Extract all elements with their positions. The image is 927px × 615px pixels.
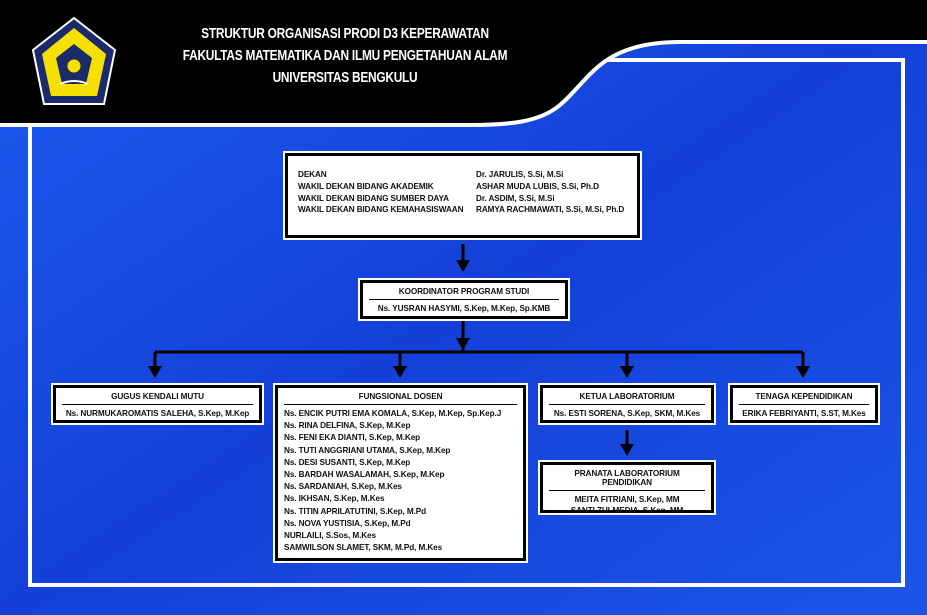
connectors [148,244,810,456]
ketua-lab-title: KETUA LABORATORIUM [549,388,705,405]
wd-akademik-name: ASHAR MUDA LUBIS, S.Si, Ph.D [476,181,599,191]
tenaga-name: ERIKA FEBRIYANTI, S.ST, M.Kes [742,409,866,418]
pranata-title: PRANATA LABORATORIUM PENDIDIKAN [549,465,705,491]
koordinator-box: KOORDINATOR PROGRAM STUDI Ns. YUSRAN HAS… [358,278,570,321]
wd-sumber-daya-role: WAKIL DEKAN BIDANG SUMBER DAYA [298,193,449,203]
dekan-role: DEKAN [298,170,327,179]
university-logo [31,16,117,105]
dosen-item: SAMWILSON SLAMET, SKM, M.Pd, M.Kes [284,543,443,553]
dosen-item: Ns. FENI EKA DIANTI, S.Kep, M.Kep [284,433,421,443]
gugus-name: Ns. NURMUKAROMATIS SALEHA, S.Kep, M.Kep [65,409,250,418]
header-title-line-3: UNIVERSITAS BENGKULU [272,70,418,86]
pranata-box: PRANATA LABORATORIUM PENDIDIKAN MEITA FI… [538,460,716,515]
header-band [0,0,927,125]
dosen-item: Ns. BARDAH WASALAMAH, S.Kep, M.Kep [284,470,445,480]
tenaga-title: TENAGA KEPENDIDIKAN [739,388,869,405]
dosen-item: NURLAILI, S.Sos, M.Kes [284,531,376,541]
dosen-item: Ns. DESI SUSANTI, S.Kep, M.Kep [284,457,411,467]
dosen-item: Ns. TITIN APRILATUTINI, S.Kep, M.Pd [284,506,427,516]
ketua-lab-name: Ns. ESTI SORENA, S.Kep, SKM, M.Kes [553,409,701,418]
dekan-name: Dr. JARULIS, S.Si, M.Si [476,170,564,179]
wd-kemahasiswaan-role: WAKIL DEKAN BIDANG KEMAHASISWAAN [298,205,464,215]
dosen-item: Ns. TUTI ANGGRIANI UTAMA, S.Kep, M.Kep [284,445,451,455]
fungsional-list: Ns. ENCIK PUTRI EMA KOMALA, S.Kep, M.Kep… [278,405,523,557]
fungsional-title: FUNGSIONAL DOSEN [284,388,517,405]
wd-akademik-role: WAKIL DEKAN BIDANG AKADEMIK [298,181,434,191]
ketua-lab-box: KETUA LABORATORIUM Ns. ESTI SORENA, S.Ke… [538,383,716,425]
koordinator-name: Ns. YUSRAN HASYMI, S.Kep, M.Kep, Sp.KMB [377,304,551,313]
header-title-line-2: FAKULTAS MATEMATIKA DAN ILMU PENGETAHUAN… [182,48,508,64]
wd-sumber-daya-name: Dr. ASDIM, S.Si, M.Si [476,193,555,203]
tenaga-box: TENAGA KEPENDIDIKAN ERIKA FEBRIYANTI, S.… [728,383,880,425]
dosen-item: Ns. ENCIK PUTRI EMA KOMALA, S.Kep, M.Kep… [284,409,502,418]
fungsional-box: FUNGSIONAL DOSEN Ns. ENCIK PUTRI EMA KOM… [273,383,528,563]
header-title-line-1: STRUKTUR ORGANISASI PRODI D3 KEPERAWATAN [201,26,489,42]
dosen-item: Ns. IKHSAN, S.Kep, M.Kes [284,494,385,504]
koordinator-title: KOORDINATOR PROGRAM STUDI [369,283,559,300]
pranata-member: SANTI ZULMEDIA, S.Kep, MM [570,506,684,515]
dosen-item: Ns. RINA DELFINA, S.Kep, M.Kep [284,421,411,431]
pranata-member: MEITA FITRIANI, S.Kep, MM [574,495,680,504]
dosen-item: Ns. NOVA YUSTISIA, S.Kep, M.Pd [284,518,411,528]
dosen-item: Ns. SARDANIAH, S.Kep, M.Kes [284,482,402,492]
wd-kemahasiswaan-name: RAMYA RACHMAWATI, S.Si, M.Si, Ph.D [476,205,625,215]
dekanat-box: DEKAN Dr. JARULIS, S.Si, M.Si WAKIL DEKAN… [283,151,642,240]
gugus-title: GUGUS KENDALI MUTU [62,388,253,405]
gugus-box: GUGUS KENDALI MUTU Ns. NURMUKAROMATIS SA… [51,383,264,425]
